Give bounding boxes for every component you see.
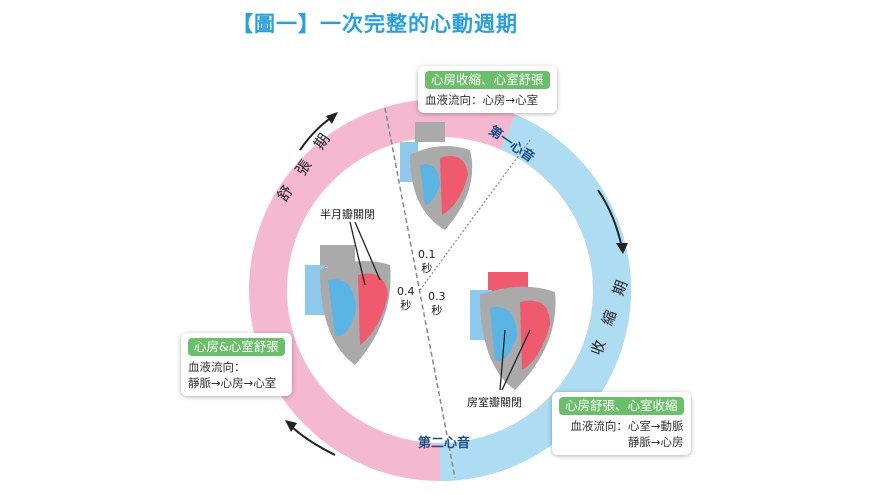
second-heart-sound-label: 第二心音 <box>418 436 471 451</box>
heart-top-icon <box>400 122 473 230</box>
card-atrial-systole: 心房收縮、心室舒張 血液流向：心房→心室 <box>418 66 557 113</box>
card-ventricular-systole: 心房舒張、心室收縮 血液流向：心室→動脈 靜脈→心房 <box>552 392 691 455</box>
systole-ring <box>439 114 632 481</box>
heart-right-icon <box>470 272 556 390</box>
av-valve-label: 房室瓣關閉 <box>467 396 522 409</box>
page-title: 【圖一】一次完整的心動週期 <box>232 12 518 36</box>
dotted-divider <box>419 139 531 291</box>
heart-left-icon <box>305 245 391 365</box>
card-full-diastole: 心房&心室舒張 血液流向： 靜脈→心房→心室 <box>181 333 292 396</box>
dashed-divider <box>384 107 456 479</box>
semilunar-valve-label: 半月瓣關閉 <box>320 208 375 221</box>
arrow-icon <box>597 189 623 249</box>
